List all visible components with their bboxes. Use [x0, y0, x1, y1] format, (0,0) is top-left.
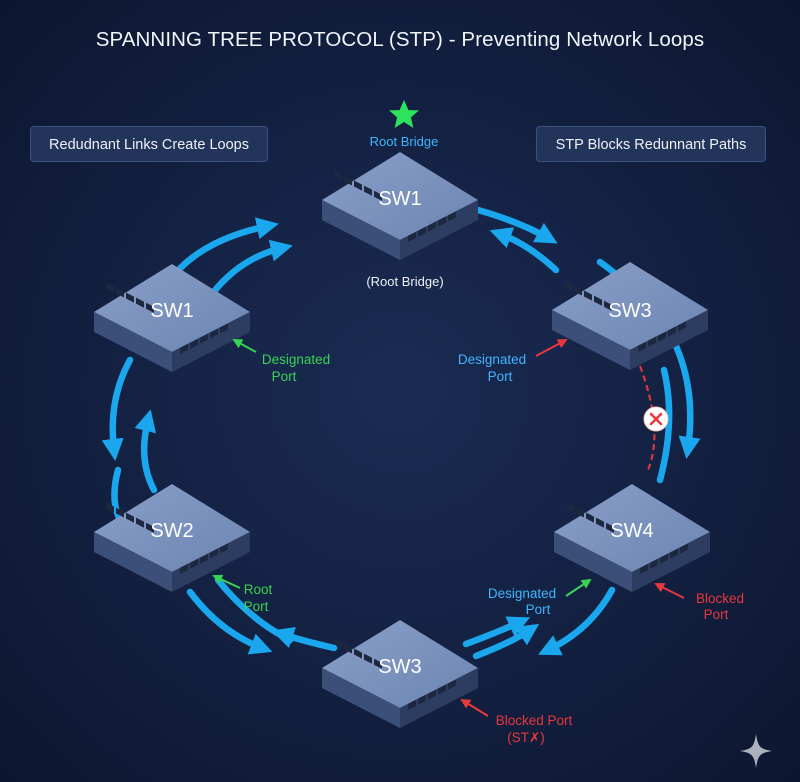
- sw1-designated-arrow: [232, 339, 257, 353]
- sw2-root-arrow: [212, 574, 241, 589]
- switch-label-bottom: SW3: [378, 656, 421, 678]
- switch-label-right-lower: SW4: [610, 520, 653, 542]
- sw2-root-l1: Root: [244, 582, 273, 597]
- bottom-blocked-arrow: [460, 698, 489, 717]
- bottom-blocked-l2: (ST✗): [507, 730, 545, 745]
- link-ring-inner: [134, 227, 673, 652]
- sw4-blocked-arrow: [654, 583, 685, 599]
- sw2-root-l2: Port: [244, 599, 269, 614]
- switch-label-left-upper: SW1: [150, 300, 193, 322]
- switch-label-top: SW1: [378, 188, 421, 210]
- bottom-blocked-l1: Blocked Port: [496, 713, 573, 728]
- switch-sw4-right[interactable]: [554, 484, 710, 592]
- sw4-blocked-l2: Port: [704, 607, 729, 622]
- switch-sw1-left[interactable]: [94, 264, 250, 372]
- sparkle-icon: [740, 734, 772, 768]
- switch-label-left-lower: SW2: [150, 520, 193, 542]
- switch-label-right-upper: SW3: [608, 300, 651, 322]
- sw3-designated-l2: Port: [488, 369, 513, 384]
- sw3-designated-l1: Designated: [458, 352, 526, 367]
- switch-sw1-top[interactable]: [322, 152, 478, 260]
- sw3-designated-arrow: [535, 339, 568, 357]
- star-icon: [389, 100, 419, 128]
- x-circle-icon: [643, 406, 669, 432]
- sw4-designated-arrow: [565, 578, 592, 597]
- sw1-designated-l2: Port: [272, 369, 297, 384]
- root-bridge-label: Root Bridge: [370, 134, 439, 149]
- sw4-blocked-l1: Blocked: [696, 591, 744, 606]
- switch-sw2-left[interactable]: [94, 484, 250, 592]
- root-bridge-sublabel: (Root Bridge): [366, 274, 443, 289]
- panel-stp-blocks: STP Blocks Redunnant Paths: [536, 126, 766, 162]
- switch-sw3-bottom[interactable]: [322, 620, 478, 728]
- page-title: SPANNING TREE PROTOCOL (STP) - Preventin…: [95, 28, 705, 51]
- sw4-designated-l1: Designated: [488, 586, 556, 601]
- blocked-link-line: [639, 365, 656, 471]
- panel-redundant-links: Redudnant Links Create Loops: [30, 126, 268, 162]
- sw1-designated-l1: Designated: [262, 352, 330, 367]
- sw4-designated-l2: Port: [526, 602, 551, 617]
- switch-sw3-right[interactable]: [552, 262, 708, 370]
